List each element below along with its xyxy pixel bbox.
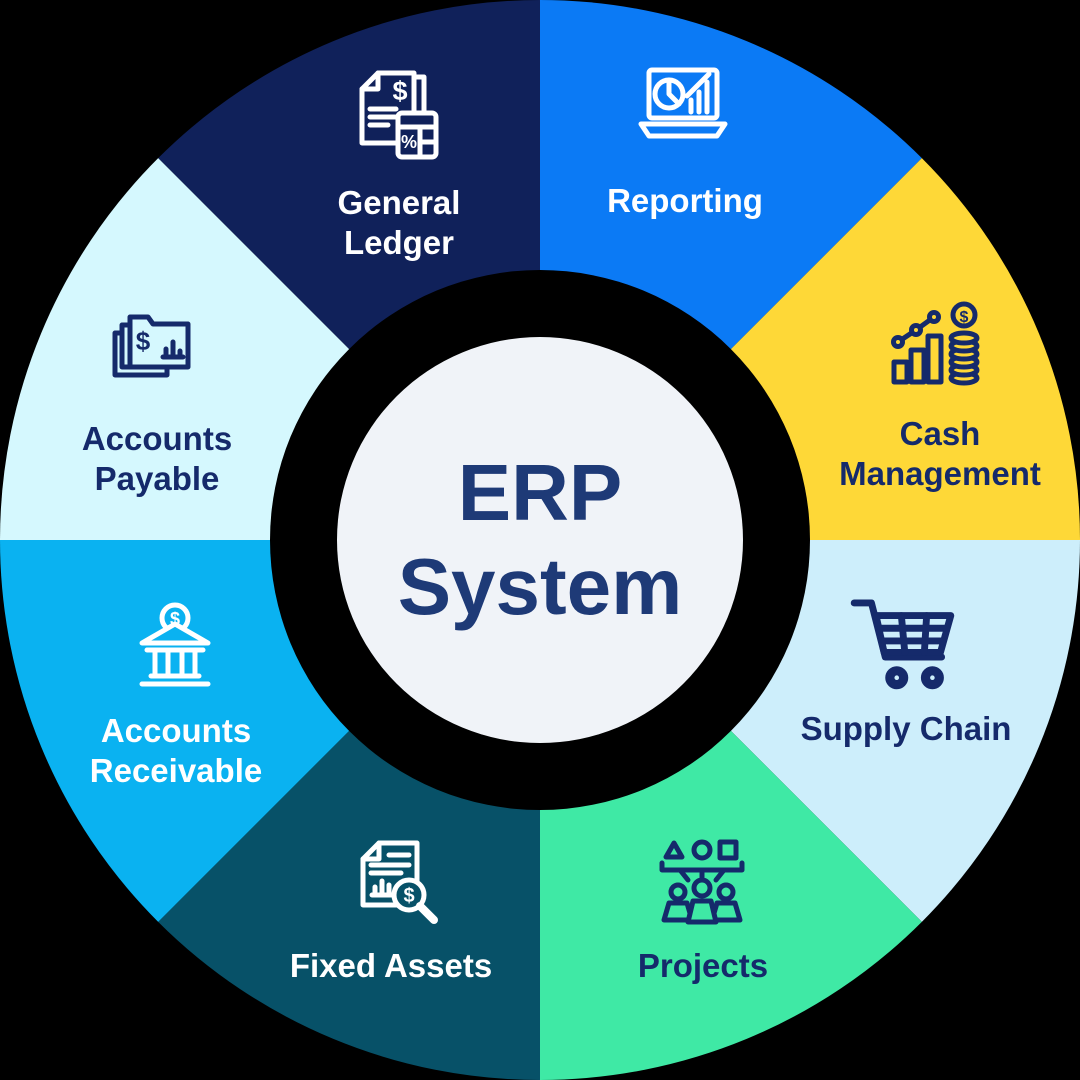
accounts-receivable-label-line2: Receivable <box>90 752 262 789</box>
supply-chain-label: Supply Chain <box>801 710 1012 747</box>
cash-management-label-line2: Management <box>839 455 1041 492</box>
laptop-charts-icon <box>638 67 728 139</box>
percent-glyph: % <box>401 132 417 152</box>
team-plan-icon <box>659 839 745 925</box>
projects-label: Projects <box>638 947 768 984</box>
dollar-glyph: $ <box>136 326 151 356</box>
shopping-cart-icon <box>850 599 955 690</box>
segment-labels: General Ledger Reporting Cash Management… <box>82 182 1041 984</box>
accounts-receivable-label-line1: Accounts <box>101 712 251 749</box>
money-folders-icon: $ <box>112 314 191 378</box>
accounts-payable-label-line2: Payable <box>95 460 220 497</box>
dollar-glyph: $ <box>170 609 180 629</box>
center-title-line2: System <box>398 542 683 631</box>
general-ledger-label-line1: General <box>338 184 461 221</box>
bank-deposit-icon: $ <box>139 602 211 687</box>
invoice-calculator-icon: $ % <box>359 70 439 160</box>
reporting-label: Reporting <box>607 182 763 219</box>
growth-coins-icon: $ <box>891 301 980 386</box>
cash-management-label-line1: Cash <box>900 415 981 452</box>
dollar-glyph: $ <box>392 76 407 106</box>
fixed-assets-label: Fixed Assets <box>290 947 492 984</box>
accounts-payable-label-line1: Accounts <box>82 420 232 457</box>
asset-audit-icon: $ <box>360 840 438 924</box>
center-circle <box>337 337 743 743</box>
dollar-glyph: $ <box>960 309 969 326</box>
center-title-line1: ERP <box>458 448 623 537</box>
general-ledger-label-line2: Ledger <box>344 224 454 261</box>
dollar-glyph: $ <box>403 885 414 907</box>
